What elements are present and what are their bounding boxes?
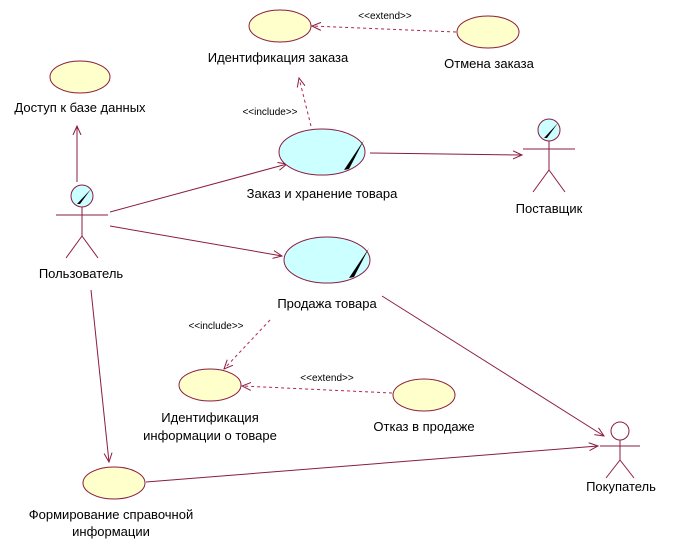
actor-label: Покупатель (586, 479, 656, 494)
actor-label: Поставщик (516, 201, 583, 216)
actor-head-mark (77, 189, 91, 204)
use-case-label-line-1: Формирование справочной (29, 507, 193, 522)
actor-head (70, 184, 94, 208)
use-case-ellipse[interactable] (283, 236, 371, 284)
use-case-db-access[interactable]: Доступ к базе данных (14, 60, 146, 115)
use-case-ellipse[interactable] (392, 378, 456, 412)
use-case-ellipse[interactable] (49, 60, 111, 94)
use-case-ellipse[interactable] (248, 9, 312, 43)
extend-cancel-to-identification (312, 26, 457, 33)
use-case-product-info[interactable]: Идентификация информации о товаре (143, 368, 277, 443)
use-case-label-line-2: информации о товаре (143, 428, 277, 443)
use-case-order-cancel[interactable]: Отмена заказа (444, 15, 535, 71)
actor-head-mark (544, 123, 558, 138)
stereotype-include-mid: <<include>> (188, 321, 243, 332)
actor-head (610, 421, 630, 441)
main-use-case-mark (349, 248, 369, 278)
stereotype-extend-top: <<extend>> (358, 11, 412, 22)
use-case-order-identification[interactable]: Идентификация заказа (208, 9, 349, 65)
include-storage-to-identification (299, 78, 312, 127)
actor-user[interactable]: Пользователь (39, 184, 124, 281)
use-case-label: Отмена заказа (444, 56, 534, 71)
use-case-ellipse[interactable] (178, 368, 242, 402)
relationships (77, 26, 604, 483)
use-case-label: Продажа товара (277, 296, 377, 311)
actor-buyer[interactable]: Покупатель (586, 421, 656, 494)
actor-label: Пользователь (39, 266, 124, 281)
use-case-label-line-1: Идентификация (161, 410, 258, 425)
actor-supplier[interactable]: Поставщик (516, 118, 583, 216)
use-case-product-sale[interactable]: Продажа товара (277, 236, 377, 311)
assoc-storage-to-supplier (369, 153, 522, 155)
use-case-label-line-2: информации (72, 524, 150, 539)
use-case-sale-refusal[interactable]: Отказ в продаже (373, 378, 475, 434)
use-case-label: Отказ в продаже (373, 419, 474, 434)
main-use-case-mark (344, 140, 364, 170)
use-case-ellipse[interactable] (456, 15, 520, 49)
use-case-label: Идентификация заказа (208, 50, 349, 65)
assoc-user-to-storage (109, 164, 287, 213)
assoc-sale-to-buyer (381, 295, 604, 436)
use-case-label: Доступ к базе данных (14, 100, 146, 115)
use-case-ellipse[interactable] (278, 128, 366, 176)
extend-refusal-to-product-info (242, 386, 393, 394)
assoc-user-to-reference (90, 289, 109, 462)
assoc-reference-to-buyer (145, 446, 598, 483)
include-sale-to-product-info (224, 319, 271, 369)
use-case-order-storage[interactable]: Заказ и хранение товара (247, 128, 398, 201)
assoc-user-to-sale (109, 225, 282, 256)
use-case-ellipse[interactable] (82, 466, 146, 500)
use-case-reference[interactable]: Формирование справочной информации (29, 466, 193, 539)
actor-head (537, 118, 561, 142)
stereotype-extend-mid: <<extend>> (300, 373, 354, 384)
stereotype-include-top: <<include>> (242, 107, 297, 118)
use-case-label: Заказ и хранение товара (247, 186, 398, 201)
